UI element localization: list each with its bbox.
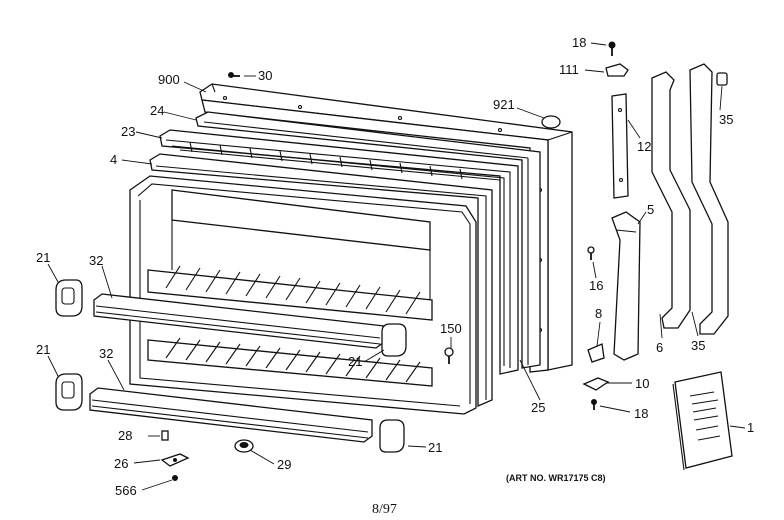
shelf-bar-upper	[93, 293, 385, 349]
liner-shelves	[129, 175, 477, 415]
callout-35-top: 35	[719, 112, 733, 127]
callout-8: 8	[595, 306, 602, 321]
screw-18-top	[608, 41, 616, 56]
revision-date: 8/97	[372, 502, 397, 517]
callouts: 18 111 12 35 900 30 921 24 23 4 5 21 32 …	[36, 35, 754, 498]
callout-28: 28	[118, 428, 132, 443]
callout-1: 1	[747, 420, 754, 435]
screw-566	[172, 475, 178, 481]
plate-10	[582, 377, 610, 391]
callout-10: 10	[635, 376, 649, 391]
callout-111: 111	[559, 62, 579, 77]
door-gasket	[195, 111, 541, 369]
callout-900: 900	[158, 72, 180, 87]
callout-4: 4	[110, 152, 117, 167]
bracket-5	[611, 211, 641, 361]
hinge-plate-12	[611, 93, 629, 199]
callout-921: 921	[493, 97, 515, 112]
inner-panel	[159, 129, 519, 375]
cap-35	[716, 72, 728, 86]
plug-button	[541, 115, 561, 129]
leader-lines	[47, 42, 746, 491]
handle-6	[651, 71, 691, 329]
shelf-bar-lower	[89, 387, 373, 443]
callout-5: 5	[647, 202, 654, 217]
handle-35	[689, 63, 729, 335]
door-outer-panel	[199, 83, 573, 373]
screw-28	[161, 430, 169, 441]
callout-21-a: 21	[36, 250, 50, 265]
end-cap-right-lower	[379, 419, 405, 453]
callout-12: 12	[637, 139, 651, 154]
callout-21-b: 21	[348, 354, 362, 369]
callout-21-d: 21	[428, 440, 442, 455]
instruction-booklet	[672, 371, 733, 471]
callout-150: 150	[440, 321, 462, 336]
end-cap-left-lower	[55, 373, 83, 411]
bushing-29	[234, 439, 254, 453]
callout-18-top: 18	[572, 35, 586, 50]
callout-30: 30	[258, 68, 272, 83]
screw-18-bottom	[591, 399, 597, 410]
callout-35-bottom: 35	[691, 338, 705, 353]
callout-21-c: 21	[36, 342, 50, 357]
art-number: (ART NO. WR17175 C8)	[506, 473, 606, 483]
bracket-8	[587, 343, 605, 363]
callout-16: 16	[589, 278, 603, 293]
callout-26: 26	[114, 456, 128, 471]
hinge-clip-111	[605, 63, 629, 77]
screw-16	[587, 246, 595, 260]
callout-6: 6	[656, 340, 663, 355]
callout-32-a: 32	[89, 253, 103, 268]
callout-18-bottom: 18	[634, 406, 648, 421]
bracket-26	[160, 453, 190, 467]
callout-566: 566	[115, 483, 137, 498]
end-cap-left-upper	[55, 279, 83, 317]
end-cap-right-upper	[381, 323, 407, 357]
callout-29: 29	[277, 457, 291, 472]
callout-32-b: 32	[99, 346, 113, 361]
callout-24: 24	[150, 103, 164, 118]
door-liner	[149, 153, 493, 407]
screw-30	[228, 72, 240, 78]
callout-25: 25	[531, 400, 545, 415]
screw-150	[444, 347, 454, 364]
callout-23: 23	[121, 124, 135, 139]
